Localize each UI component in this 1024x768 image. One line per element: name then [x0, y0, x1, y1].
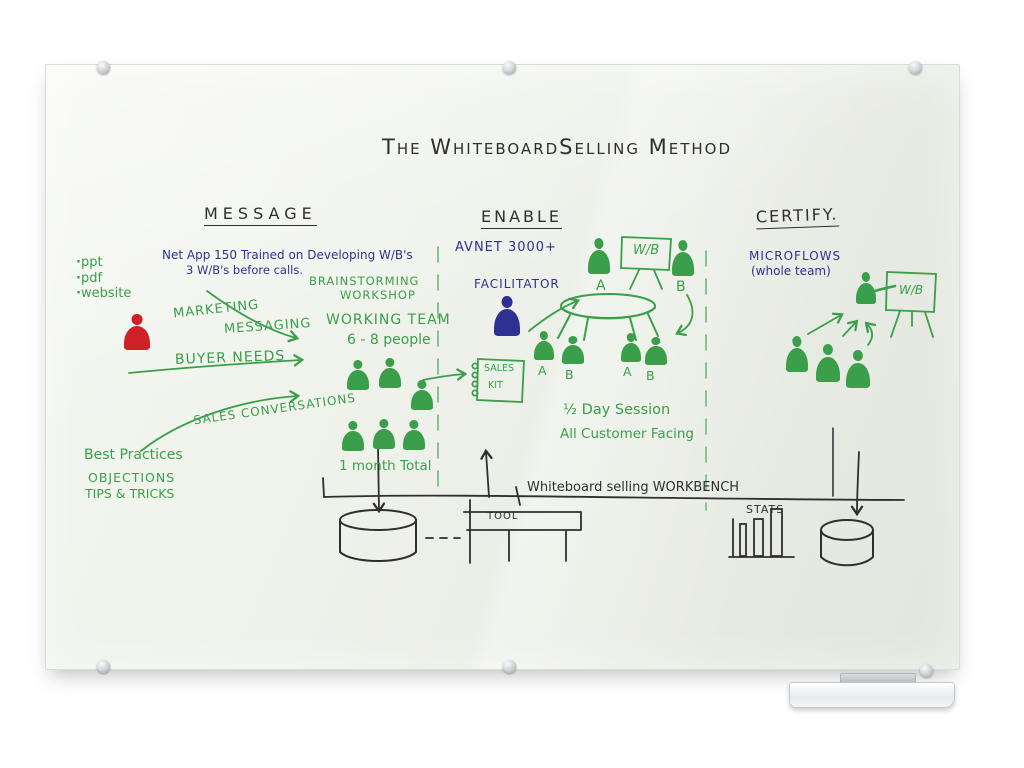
- tool-label: TOOL: [487, 511, 519, 522]
- message-heading: MESSAGE: [204, 205, 317, 226]
- tips-tricks-label: TIPS & TRICKS: [85, 486, 175, 501]
- working-team-label: WORKING TEAM: [326, 312, 451, 328]
- person-figure: [379, 357, 401, 388]
- asset-bullet-list: ppt pdf website: [76, 255, 131, 302]
- month-total-label: 1 month Total: [339, 458, 432, 474]
- session-label-1: ½ Day Session: [563, 402, 671, 418]
- mount-standoff: [920, 664, 933, 677]
- stats-label: STATS: [746, 503, 785, 516]
- microflows-label: MICROFLOWS: [749, 249, 842, 263]
- person-figure: [411, 379, 433, 410]
- marker-tray: [789, 682, 955, 708]
- sales-kit-label-1: SALES: [484, 363, 515, 374]
- board-title: The WhiteboardSelling Method: [382, 135, 733, 159]
- bullet-ppt: ppt: [76, 255, 131, 271]
- sales-kit-label-2: KIT: [488, 380, 503, 391]
- easel-wb-label: W/B: [899, 283, 924, 297]
- session-label-2: All Customer Facing: [560, 426, 694, 442]
- person-figure: [786, 335, 808, 372]
- team-size-label: 6 - 8 people: [347, 332, 431, 348]
- person-figure-a: [588, 237, 610, 274]
- presenter-b-label: B: [676, 279, 686, 295]
- person-figure-seat: [562, 335, 584, 364]
- facilitator-label: FACILITATOR: [474, 277, 560, 291]
- seat-label: B: [646, 368, 655, 383]
- objections-label: OBJECTIONS: [88, 470, 176, 485]
- person-figure: [342, 420, 364, 451]
- best-practices-label: Best Practices: [84, 447, 183, 463]
- certify-heading: CERTIFY.: [756, 205, 839, 230]
- whole-team-label: (whole team): [751, 264, 831, 278]
- person-figure: [816, 343, 840, 382]
- avnet-label: AVNET 3000+: [455, 240, 557, 255]
- mount-standoff: [97, 660, 110, 673]
- workbench-label: Whiteboard selling WORKBENCH: [527, 480, 740, 495]
- person-figure: [403, 419, 425, 450]
- seat-label: A: [623, 364, 632, 379]
- bullet-website: website: [76, 286, 131, 302]
- seat-label: A: [538, 363, 547, 378]
- mount-standoff: [909, 61, 922, 74]
- presenter-a-label: A: [596, 278, 606, 294]
- enable-heading: ENABLE: [481, 208, 563, 229]
- person-figure-seat: [645, 336, 667, 365]
- workshop-label: WORKSHOP: [340, 288, 416, 302]
- netapp-note-line1: Net App 150 Trained on Developing W/B's: [162, 248, 413, 262]
- person-figure-seat: [534, 330, 554, 360]
- mount-standoff: [97, 61, 110, 74]
- person-figure-buyer: [124, 313, 150, 350]
- netapp-note-line2: 3 W/B's before calls.: [186, 263, 303, 277]
- seat-label: B: [565, 367, 574, 382]
- brainstorming-label: BRAINSTORMING: [309, 274, 420, 288]
- person-figure: [846, 349, 870, 388]
- mount-standoff: [503, 61, 516, 74]
- person-figure: [373, 418, 395, 449]
- person-figure-seat: [621, 332, 641, 362]
- flipchart-wb-label: W/B: [633, 243, 660, 258]
- person-figure-presenter: [856, 271, 876, 304]
- person-figure-b: [672, 239, 694, 276]
- person-figure-facilitator: [494, 295, 520, 336]
- mount-standoff: [503, 660, 516, 673]
- person-figure: [347, 359, 369, 390]
- bullet-pdf: pdf: [76, 271, 131, 287]
